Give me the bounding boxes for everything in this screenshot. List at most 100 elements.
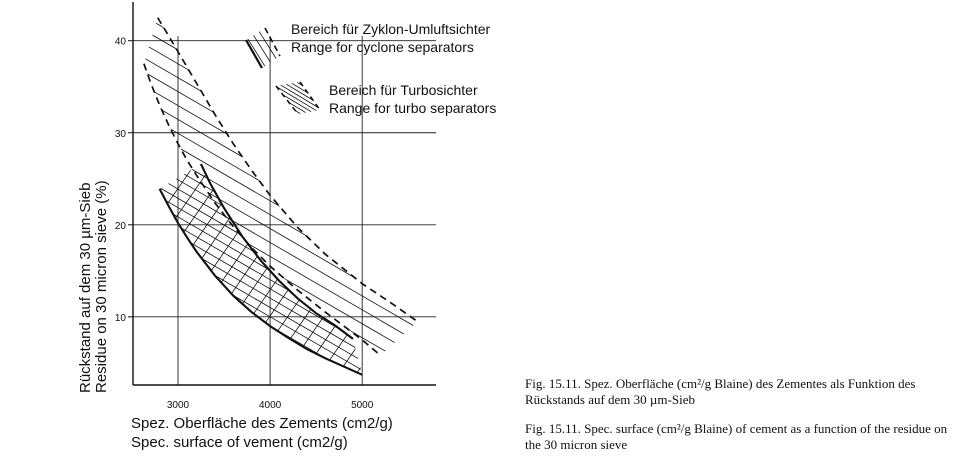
hatch-line (143, 17, 418, 356)
legend-hatch-line (164, 20, 198, 75)
hatch-line (734, 0, 962, 400)
legend-hatch-line (138, 75, 213, 120)
hatch-line (700, 0, 962, 400)
legend-hatch-line (196, 20, 230, 75)
hatch-line (159, 164, 363, 375)
legend-hatch-line (60, 20, 94, 75)
hatch-line (0, 0, 46, 400)
legend-hatch-line (145, 75, 220, 120)
hatch-line (143, 17, 350, 356)
hatch-line (159, 164, 363, 375)
hatch-line (380, 0, 962, 400)
hatch-line (0, 0, 20, 400)
hatch-line (668, 0, 962, 400)
hatch-line (159, 164, 363, 375)
hatch-line (159, 164, 363, 375)
hatch-line (355, 164, 363, 375)
hatch-line (500, 0, 962, 400)
hatch-line (684, 0, 962, 400)
hatch-line (159, 164, 237, 375)
axes (132, 2, 436, 386)
legend-hatch-line (276, 82, 320, 114)
hatch-line (0, 0, 142, 400)
hatch-line (748, 0, 962, 400)
hatch-line (159, 164, 363, 375)
legend-cyclone-en: Range for cyclone separators (291, 39, 474, 55)
hatch-line (159, 164, 363, 375)
legend-hatch-line (204, 20, 238, 75)
legend-hatch-line (276, 82, 320, 114)
range-curve (143, 63, 382, 357)
x-tick-label: 3000 (167, 400, 190, 411)
hatch-line (780, 0, 962, 400)
hatch-line (914, 0, 962, 400)
range-curve (156, 17, 418, 323)
hatch-line (0, 0, 14, 400)
hatch-region (0, 0, 962, 400)
legend-hatch-line (246, 28, 263, 68)
hatch-line (548, 0, 962, 400)
legend-hatch-line (148, 20, 182, 75)
hatch-line (428, 0, 962, 400)
legend-turbo-en: Range for turbo separators (329, 100, 496, 116)
hatch-line (159, 164, 309, 375)
hatch-line (940, 0, 962, 400)
y-tick-label: 20 (115, 221, 127, 232)
hatch-line (159, 164, 363, 375)
hatch-line (0, 0, 86, 400)
hatch-line (159, 164, 363, 375)
hatch-line (143, 17, 398, 356)
hatch-line (572, 0, 848, 400)
hatch-line (159, 164, 273, 375)
hatch-line (812, 0, 962, 400)
hatch-line (452, 0, 962, 400)
hatch-line (482, 0, 758, 400)
hatch-line (626, 0, 902, 400)
hatch-line (500, 0, 776, 400)
hatch-line (143, 17, 418, 356)
hatch-line (0, 0, 62, 400)
hatch-line (159, 164, 363, 375)
legend-hatch-line (284, 82, 320, 114)
hatch-line (219, 164, 363, 375)
hatch-line (824, 0, 962, 400)
legend-hatch-line (251, 28, 280, 68)
legend-hatch-line (76, 20, 110, 75)
hatch-line (860, 0, 962, 400)
hatch-line (0, 0, 74, 400)
legend-hatch-line (68, 20, 102, 75)
legend-hatch-line (276, 82, 277, 114)
hatch-line (319, 164, 363, 375)
hatch-line (143, 17, 418, 356)
hatch-line (412, 0, 962, 400)
hatch-line (159, 164, 363, 375)
legend-hatch-line (246, 28, 247, 68)
hatch-line (265, 164, 363, 375)
hatch-line (143, 17, 418, 356)
hatch-line (143, 17, 418, 356)
hatch-line (347, 164, 363, 375)
hatch-line (518, 0, 794, 400)
range-curves (143, 17, 418, 376)
figure-caption-de: Fig. 15.11. Spez. Oberfläche (cm²/g Blai… (525, 376, 916, 407)
hatch-line (143, 17, 278, 356)
legend-hatch-line (276, 82, 298, 114)
x-tick-label: 5000 (351, 400, 374, 411)
hatch-line (301, 164, 363, 375)
hatch-line (588, 0, 962, 400)
hatch-line (159, 164, 363, 375)
hatch-line (331, 164, 363, 375)
hatch-line (554, 0, 830, 400)
hatch-line (259, 17, 418, 356)
y-tick-label: 10 (115, 313, 127, 324)
hatch-line (159, 164, 363, 375)
hatch-line (159, 164, 363, 375)
hatch-line (428, 0, 962, 400)
hatch-line (764, 0, 962, 400)
hatch-line (844, 0, 962, 400)
hatch-line (956, 0, 962, 400)
hatch-line (355, 17, 418, 356)
hatch-line (0, 0, 14, 400)
hatch-line (476, 0, 962, 400)
hatch-line (806, 0, 962, 400)
